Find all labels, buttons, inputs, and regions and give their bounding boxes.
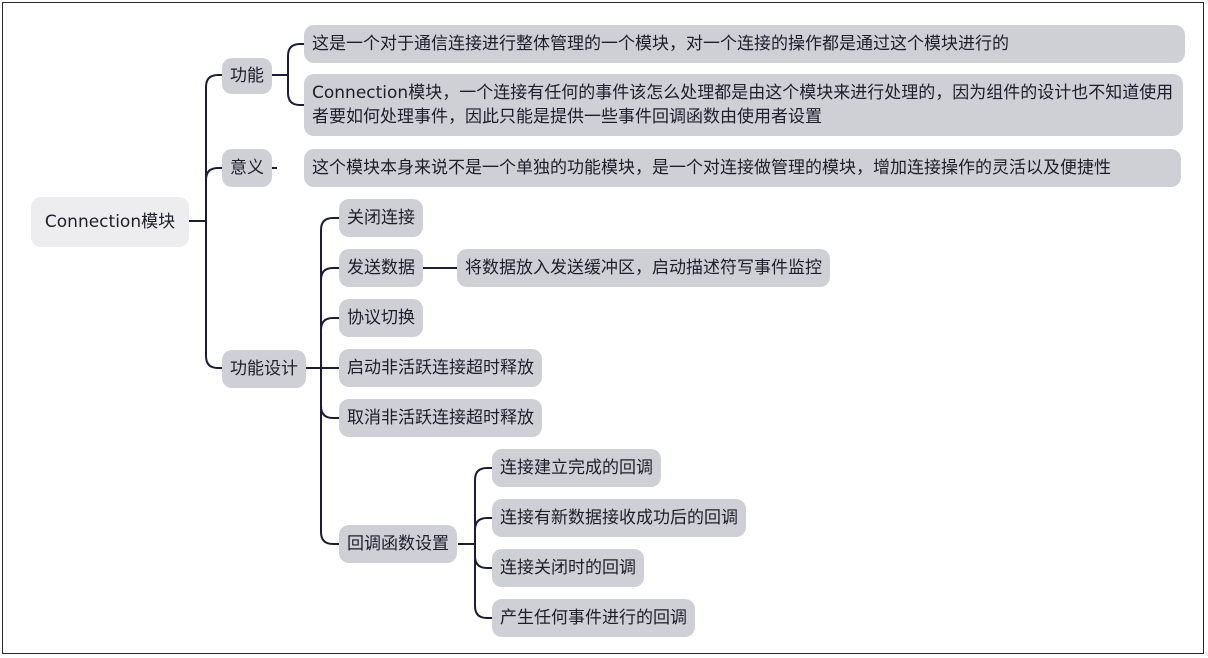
- callback-child-connected[interactable]: 连接建立完成的回调: [492, 449, 661, 487]
- function-item-1[interactable]: 这是一个对于通信连接进行整体管理的一个模块，对一个连接的操作都是通过这个模块进行…: [304, 25, 1185, 63]
- branch-meaning[interactable]: 意义: [222, 149, 272, 187]
- function-item-2[interactable]: Connection模块，一个连接有任何的事件该怎么处理都是由这个模块来进行处理…: [304, 74, 1183, 136]
- connector-design-item-2: [320, 267, 339, 368]
- connector-callback-child-1: [474, 467, 492, 544]
- connector-lines: [189, 43, 492, 619]
- connector-callback-child-2: [474, 517, 492, 544]
- design-item-callback-setup[interactable]: 回调函数设置: [339, 525, 457, 563]
- branch-function[interactable]: 功能: [222, 58, 272, 94]
- connector-callback-child-4: [474, 544, 492, 619]
- connector-function-item-1: [287, 43, 304, 75]
- design-item-cancel-inactive-release[interactable]: 取消非活跃连接超时释放: [339, 399, 542, 437]
- connector-design-item-1: [320, 217, 339, 368]
- connector-root-meaning: [205, 167, 222, 221]
- root-node[interactable]: Connection模块: [31, 197, 189, 247]
- design-item-send-data[interactable]: 发送数据: [339, 249, 423, 287]
- callback-child-closed[interactable]: 连接关闭时的回调: [492, 549, 644, 587]
- callback-child-message[interactable]: 连接有新数据接收成功后的回调: [492, 499, 746, 537]
- meaning-item-1[interactable]: 这个模块本身来说不是一个单独的功能模块，是一个对连接做管理的模块，增加连接操作的…: [304, 149, 1181, 187]
- connector-design-item-3: [320, 317, 339, 368]
- design-item-protocol-switch[interactable]: 协议切换: [339, 299, 423, 337]
- connector-function-item-2: [287, 75, 304, 106]
- design-item-send-data-detail[interactable]: 将数据放入发送缓冲区，启动描述符写事件监控: [457, 249, 830, 287]
- callback-child-any-event[interactable]: 产生任何事件进行的回调: [492, 599, 695, 637]
- connector-design-item-5: [320, 368, 339, 419]
- design-item-enable-inactive-release[interactable]: 启动非活跃连接超时释放: [339, 349, 542, 387]
- connector-root-function: [205, 74, 222, 221]
- branch-design[interactable]: 功能设计: [222, 350, 306, 388]
- connector-design-item-6: [320, 368, 339, 545]
- connector-callback-child-3: [474, 544, 492, 569]
- design-item-close-connection[interactable]: 关闭连接: [339, 199, 423, 237]
- connector-root-design: [205, 221, 222, 369]
